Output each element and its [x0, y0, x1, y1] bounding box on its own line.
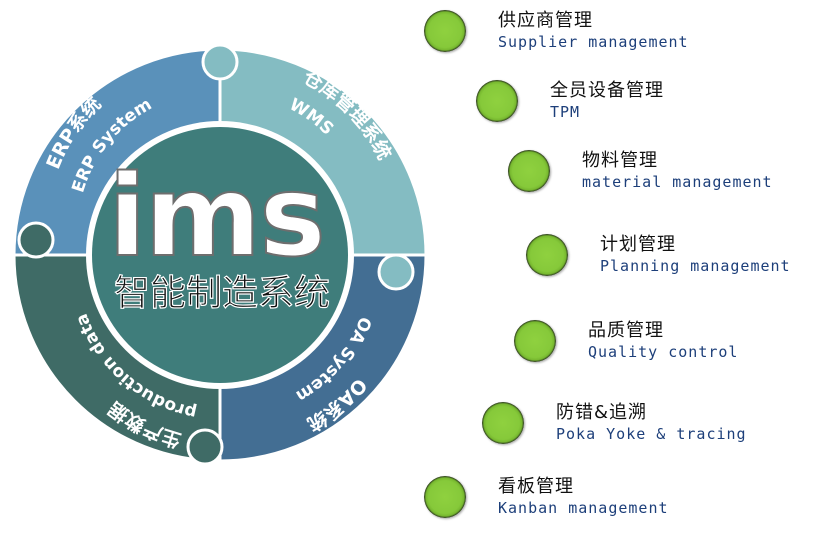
green-bullet-icon	[514, 320, 556, 362]
module-en-label: Supplier management	[498, 33, 689, 51]
ims-wheel-diagram: ERP系统 ERP System 仓库管理系统 WMS OA系统 OA Syst…	[12, 43, 428, 466]
module-item-supplier: 供应商管理 Supplier management	[424, 10, 689, 52]
puzzle-knob-bottom	[186, 428, 224, 466]
module-cn-label: 全员设备管理	[550, 80, 664, 101]
module-en-label: Quality control	[588, 343, 739, 361]
ims-logo: ims	[108, 152, 324, 282]
center-subtitle: 智能制造系统	[114, 273, 330, 314]
module-cn-label: 供应商管理	[498, 10, 593, 31]
center-circle	[92, 127, 348, 383]
module-item-material: 物料管理 material management	[508, 150, 773, 192]
module-cn-label: 看板管理	[498, 476, 574, 497]
module-cn-label: 品质管理	[588, 320, 664, 341]
module-en-label: Planning management	[600, 257, 791, 275]
module-en-label: TPM	[550, 103, 581, 121]
green-bullet-icon	[508, 150, 550, 192]
green-bullet-icon	[424, 10, 466, 52]
green-bullet-icon	[526, 234, 568, 276]
green-bullet-icon	[476, 80, 518, 122]
green-bullet-icon	[482, 402, 524, 444]
module-cn-label: 计划管理	[600, 234, 676, 255]
green-bullet-icon	[424, 476, 466, 518]
module-item-tpm: 全员设备管理 TPM	[476, 80, 664, 122]
module-item-pokayoke: 防错&追溯 Poka Yoke & tracing	[482, 402, 747, 444]
module-en-label: material management	[582, 173, 773, 191]
module-cn-label: 防错&追溯	[556, 402, 648, 423]
module-item-kanban: 看板管理 Kanban management	[424, 476, 669, 518]
puzzle-knob-top	[201, 43, 239, 81]
module-cn-label: 物料管理	[582, 150, 658, 171]
module-item-quality: 品质管理 Quality control	[514, 320, 738, 362]
module-en-label: Kanban management	[498, 499, 669, 517]
module-en-label: Poka Yoke & tracing	[556, 425, 747, 443]
puzzle-knob-right	[377, 253, 415, 291]
puzzle-knob-left	[17, 221, 55, 259]
module-item-planning: 计划管理 Planning management	[526, 234, 791, 276]
